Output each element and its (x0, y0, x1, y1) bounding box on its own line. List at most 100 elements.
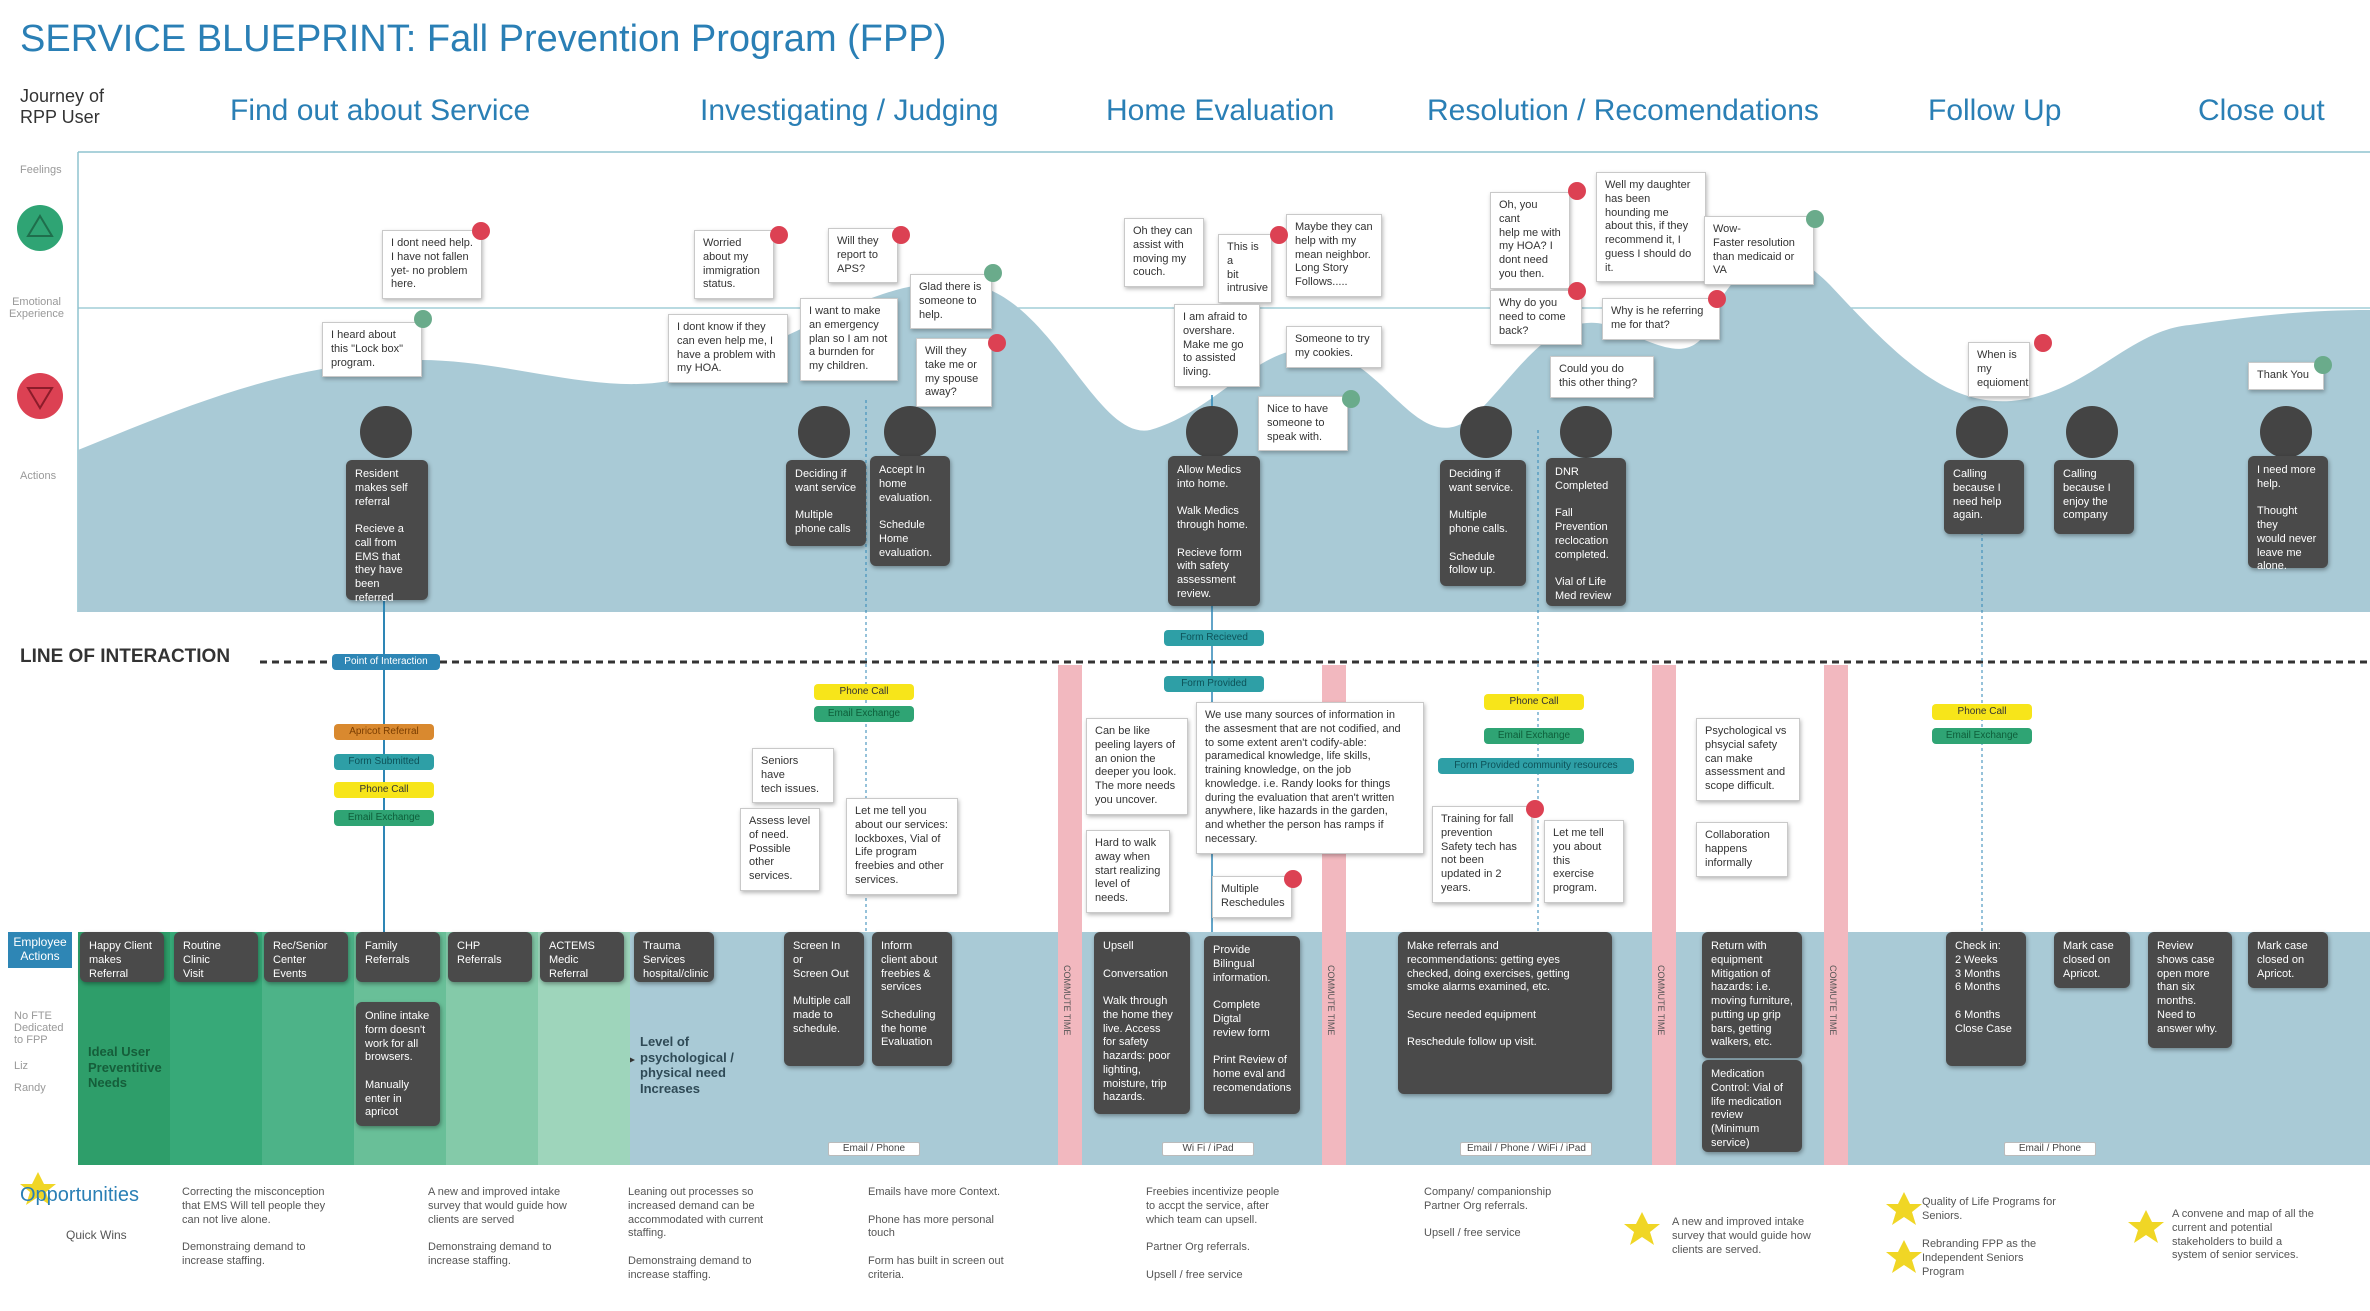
channel-label: Wi Fi / iPad (1162, 1142, 1254, 1156)
user-action-card: DNR Completed Fall Prevention reclocatio… (1546, 458, 1626, 606)
ideal-user-needs-label: Ideal User Preventitive Needs (88, 1044, 162, 1091)
feeling-bubble: Well my daughter has been hounding me ab… (1596, 172, 1706, 283)
user-avatar (2260, 406, 2312, 458)
opportunity-note: Quality of Life Programs for Seniors. (1922, 1196, 2056, 1222)
positive-dot (984, 264, 1002, 282)
negative-dot (472, 222, 490, 240)
employee-action-card: Mark case closed on Apricot. (2054, 932, 2130, 988)
negative-dot (1568, 282, 1586, 300)
channel-badge: Email Exchange (1932, 728, 2032, 744)
opportunity-note: Company/ companionship Partner Org refer… (1424, 1186, 1552, 1240)
employee-action-card: Screen In or Screen Out Multiple call ma… (784, 932, 864, 1066)
feeling-bubble: Thank You (2248, 362, 2324, 390)
phase-find-out: Find out about Service (230, 94, 531, 127)
positive-dot (2314, 356, 2332, 374)
employee-action-card: Return with equipment Mitigation of haza… (1702, 932, 1802, 1058)
opportunity-note: Emails have more Context. Phone has more… (868, 1186, 1004, 1281)
channel-label: Email / Phone / WiFi / iPad (1460, 1142, 1592, 1156)
employee-action-card: Provide Bilingual information. Complete … (1204, 936, 1300, 1114)
backstage-note: Hard to walk away when start realizing l… (1086, 830, 1170, 913)
negative-dot (1270, 226, 1288, 244)
backstage-note: Assess level of need. Possible other ser… (740, 808, 820, 891)
employee-action-card: Make referrals and recommendations: gett… (1398, 932, 1612, 1094)
channel-badge: Apricot Referral (334, 724, 434, 740)
employee-action-card: Medication Control: Vial of life medicat… (1702, 1060, 1802, 1152)
feeling-bubble: I want to make an emergency plan so I am… (800, 298, 898, 381)
feeling-bubble: I am afraid to overshare. Make me go to … (1174, 304, 1260, 387)
user-action-card: Accept In home evaluation. Schedule Home… (870, 456, 950, 566)
user-action-card: Deciding if want service. Multiple phone… (1440, 460, 1526, 586)
channel-label: Email / Phone (828, 1142, 920, 1156)
feeling-bubble: Nice to have someone to speak with. (1258, 396, 1348, 452)
user-action-card: Calling because I need help again. (1944, 460, 2024, 534)
opportunity-note: A convene and map of all the current and… (2172, 1208, 2314, 1262)
page-title: SERVICE BLUEPRINT: Fall Prevention Progr… (20, 18, 947, 60)
feeling-bubble: Wow- Faster resolution than medicaid or … (1704, 216, 1814, 285)
feeling-bubble: Oh they can assist with moving my couch. (1124, 218, 1204, 287)
feeling-bubble: Why is he referring me for that? (1602, 298, 1720, 340)
phase-close-out: Close out (2198, 94, 2325, 127)
user-action-card: Resident makes self referral Recieve a c… (346, 460, 428, 604)
row-label-randy: Randy (14, 1082, 46, 1094)
backstage-note: We use many sources of information in th… (1196, 702, 1424, 854)
negative-dot (770, 226, 788, 244)
employee-action-card: Routine Clinic Visit (174, 932, 258, 982)
commute-bar-3: COMMUTE TIME (1652, 665, 1676, 1165)
employee-action-card: Family Referrals (356, 932, 440, 982)
phase-follow-up: Follow Up (1928, 94, 2062, 127)
user-action-card: Calling because I enjoy the company (2054, 460, 2134, 534)
opportunities-title: Opportunities (20, 1184, 139, 1206)
opportunity-note: Rebranding FPP as the Independent Senior… (1922, 1238, 2037, 1278)
user-avatar (1460, 406, 1512, 458)
feeling-bubble: Why do you need to come back? (1490, 290, 1582, 346)
positive-dot (1342, 390, 1360, 408)
positive-emotion-icon (17, 205, 63, 251)
journey-label: Journey of RPP User (20, 86, 105, 127)
employee-action-card: Upsell Conversation Walk through the hom… (1094, 932, 1190, 1114)
feeling-bubble: Maybe they can help with my mean neighbo… (1286, 214, 1382, 297)
user-avatar (884, 406, 936, 458)
employee-action-card: Inform client about freebies & services … (872, 932, 952, 1066)
row-label-feelings: Feelings (20, 164, 62, 176)
employee-action-card: Online intake form doesn't work for all … (356, 1002, 440, 1126)
phase-resolution: Resolution / Recomendations (1427, 94, 1819, 127)
backstage-note: Psychological vs phsycial safety can mak… (1696, 718, 1800, 801)
user-avatar (1956, 406, 2008, 458)
backstage-note: Collaboration happens informally (1696, 822, 1788, 878)
opportunity-note: Correcting the misconception that EMS Wi… (182, 1186, 326, 1267)
feeling-bubble: Could you do this other thing? (1550, 356, 1654, 398)
row-label-emotional: Emotional Experience (9, 296, 65, 320)
line-of-interaction-label: LINE OF INTERACTION (20, 646, 231, 667)
channel-badge: Form Submitted (334, 754, 434, 770)
negative-dot (892, 226, 910, 244)
negative-dot (2034, 334, 2052, 352)
row-label-liz: Liz (14, 1060, 29, 1072)
phase-home-evaluation: Home Evaluation (1106, 94, 1335, 127)
channel-badge: Email Exchange (334, 810, 434, 826)
employee-action-card: Check in: 2 Weeks 3 Months 6 Months 6 Mo… (1946, 932, 2026, 1066)
level-of-need-label: Level of psychological / physical need I… (640, 1034, 734, 1096)
feeling-bubble: I dont need help. I have not fallen yet-… (382, 230, 482, 299)
backstage-note: Let me tell you about our services: lock… (846, 798, 958, 895)
employee-action-card: Trauma Services hospital/clinic (634, 932, 714, 982)
backstage-note: Training for fall prevention Safety tech… (1432, 806, 1532, 903)
negative-dot (1568, 182, 1586, 200)
employee-actions-label: Employee Actions (8, 932, 72, 968)
channel-badge: Form Provided community resources (1438, 758, 1634, 774)
channel-badge: Email Exchange (814, 706, 914, 722)
employee-action-card: ACTEMS Medic Referral (540, 932, 624, 982)
commute-bar-1: COMMUTE TIME (1058, 665, 1082, 1165)
feeling-bubble: Will they report to APS? (828, 228, 898, 284)
feeling-bubble: When is my equioment (1968, 342, 2030, 398)
feeling-bubble: I heard about this "Lock box" program. (322, 322, 422, 378)
channel-badge: Phone Call (1484, 694, 1584, 710)
feeling-bubble: Will they take me or my spouse away? (916, 338, 992, 407)
user-avatar (360, 406, 412, 458)
backstage-note: Seniors have tech issues. (752, 748, 834, 804)
negative-dot (988, 334, 1006, 352)
negative-dot (1526, 800, 1544, 818)
quick-wins-label: Quick Wins (66, 1228, 127, 1242)
interaction-badge: Point of Interaction (332, 654, 440, 670)
feeling-bubble: This is a bit intrusive (1218, 234, 1272, 303)
channel-badge: Email Exchange (1484, 728, 1584, 744)
